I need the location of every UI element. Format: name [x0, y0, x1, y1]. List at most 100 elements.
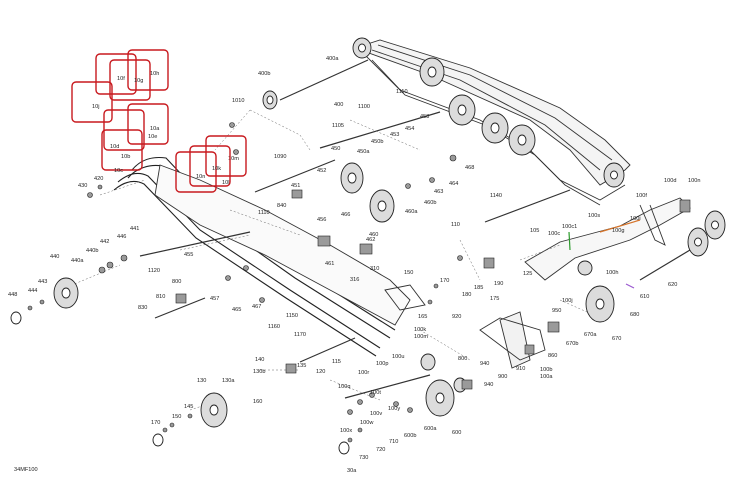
- label-400a[interactable]: 400a: [326, 56, 339, 62]
- label-460a[interactable]: 460a: [405, 209, 418, 215]
- label-1105[interactable]: 1105: [332, 123, 344, 129]
- label-940[interactable]: 940: [484, 382, 493, 388]
- label-680[interactable]: 680: [630, 312, 639, 318]
- label-120[interactable]: 120: [316, 369, 325, 375]
- label-860[interactable]: 860: [548, 353, 557, 359]
- label-130[interactable]: 130: [197, 378, 206, 384]
- label-460b[interactable]: 460b: [424, 200, 436, 206]
- label-100d[interactable]: 100d: [664, 178, 676, 184]
- label-910[interactable]: 910: [516, 366, 525, 372]
- label-430[interactable]: 430: [78, 183, 87, 189]
- label-456[interactable]: 456: [317, 217, 326, 223]
- label-100m[interactable]: 100m: [414, 334, 428, 340]
- label-316[interactable]: 316: [350, 277, 359, 283]
- label-100q[interactable]: 100q: [338, 384, 350, 390]
- label-100j[interactable]: 100j: [562, 298, 573, 304]
- label-441[interactable]: 441: [130, 226, 139, 232]
- label-100w[interactable]: 100w: [360, 420, 374, 426]
- label-800[interactable]: 800: [172, 279, 181, 285]
- label-100x[interactable]: 100x: [340, 428, 352, 434]
- callout-10a[interactable]: 10a: [127, 103, 169, 145]
- label-100y[interactable]: 100y: [388, 406, 400, 412]
- callout-10b[interactable]: 10b: [101, 129, 143, 171]
- label-150[interactable]: 150: [404, 270, 413, 276]
- callout-10c[interactable]: 10c: [96, 52, 136, 174]
- label-115[interactable]: 115: [332, 359, 341, 365]
- label-600[interactable]: 600: [452, 430, 461, 436]
- label-442[interactable]: 442: [100, 239, 109, 245]
- label-165[interactable]: 165: [418, 314, 427, 320]
- label-100u[interactable]: 100u: [392, 354, 404, 360]
- label-451[interactable]: 451: [291, 183, 300, 189]
- label-830[interactable]: 830: [138, 305, 147, 311]
- label-670a[interactable]: 670a: [584, 332, 597, 338]
- label-30a[interactable]: 30a: [347, 468, 357, 474]
- label-1110[interactable]: 1110: [396, 89, 408, 95]
- label-900[interactable]: 900: [498, 374, 507, 380]
- label-730[interactable]: 730: [359, 455, 368, 461]
- label-610[interactable]: 610: [640, 294, 649, 300]
- label-450a[interactable]: 450a: [357, 149, 370, 155]
- label-450[interactable]: 450: [331, 146, 340, 152]
- callout-10g[interactable]: 10g: [109, 59, 151, 101]
- label-461[interactable]: 461: [325, 261, 334, 267]
- label-1090[interactable]: 1090: [274, 154, 286, 160]
- label-310[interactable]: 310: [370, 266, 379, 272]
- label-100b[interactable]: 100b: [540, 367, 552, 373]
- label-455[interactable]: 455: [184, 252, 193, 258]
- label-710[interactable]: 710: [389, 439, 398, 445]
- label-110[interactable]: 110: [451, 222, 460, 228]
- label-463[interactable]: 463: [434, 189, 443, 195]
- label-1170[interactable]: 1170: [294, 332, 306, 338]
- label-466[interactable]: 466: [341, 212, 350, 218]
- label-440b[interactable]: 440b: [86, 248, 98, 254]
- label-160[interactable]: 160: [253, 399, 262, 405]
- label-620[interactable]: 620: [668, 282, 677, 288]
- label-135[interactable]: 135: [297, 363, 306, 369]
- label-440a[interactable]: 440a: [71, 258, 84, 264]
- label-464[interactable]: 464: [449, 181, 458, 187]
- label-100h[interactable]: 100h: [606, 270, 618, 276]
- label-457[interactable]: 457: [210, 296, 219, 302]
- label-170b[interactable]: 170: [440, 278, 449, 284]
- label-1150[interactable]: 1150: [286, 313, 298, 319]
- label-453[interactable]: 453: [390, 132, 399, 138]
- label-446[interactable]: 446: [117, 234, 126, 240]
- label-175[interactable]: 175: [490, 296, 499, 302]
- label-145[interactable]: 145: [184, 404, 193, 410]
- label-100s[interactable]: 100s: [588, 213, 600, 219]
- label-100p[interactable]: 100p: [376, 361, 388, 367]
- label-420[interactable]: 420: [94, 176, 103, 182]
- label-1010[interactable]: 1010: [232, 98, 244, 104]
- label-720[interactable]: 720: [376, 447, 385, 453]
- label-1100[interactable]: 1100: [358, 104, 370, 110]
- label-190[interactable]: 190: [494, 281, 503, 287]
- label-800b[interactable]: 800: [458, 356, 467, 362]
- label-440[interactable]: 440: [50, 254, 59, 260]
- label-444[interactable]: 444: [28, 288, 37, 294]
- label-468[interactable]: 468: [465, 165, 474, 171]
- label-1120[interactable]: 1120: [148, 268, 160, 274]
- label-467[interactable]: 467: [252, 304, 261, 310]
- label-185[interactable]: 185: [474, 285, 483, 291]
- callout-10l[interactable]: 10l: [198, 158, 238, 198]
- label-450b[interactable]: 450b: [371, 139, 383, 145]
- label-180[interactable]: 180: [462, 292, 471, 298]
- label-600a[interactable]: 600a: [424, 426, 437, 432]
- label-125[interactable]: 125: [523, 271, 532, 277]
- label-940b[interactable]: 940: [480, 361, 489, 367]
- callout-10f[interactable]: 10f: [95, 53, 137, 95]
- label-462[interactable]: 462: [366, 237, 375, 243]
- label-465[interactable]: 465: [232, 307, 241, 313]
- callout-10j[interactable]: 10j: [71, 81, 113, 123]
- label-1110b[interactable]: 1110: [258, 210, 270, 216]
- callout-10m[interactable]: 10m: [205, 135, 247, 177]
- label-950[interactable]: 950: [552, 308, 561, 314]
- label-600b[interactable]: 600b: [404, 433, 416, 439]
- label-448[interactable]: 448: [8, 292, 17, 298]
- label-100n[interactable]: 100n: [688, 178, 700, 184]
- label-100r[interactable]: 100r: [358, 370, 369, 376]
- label-170[interactable]: 170: [151, 420, 160, 426]
- label-100f[interactable]: 100f: [636, 193, 647, 199]
- callout-10h[interactable]: 10h: [127, 49, 169, 91]
